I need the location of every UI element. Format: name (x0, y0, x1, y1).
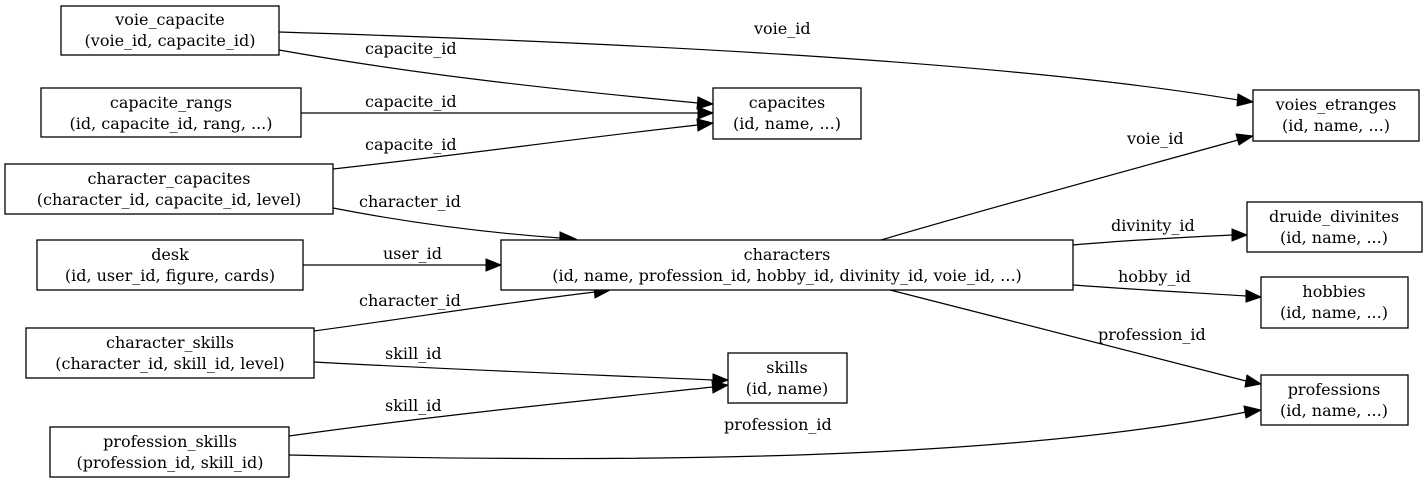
node-title: skills (766, 358, 807, 377)
edge-label-character-id: character_id (359, 192, 461, 211)
node-fields: (character_id, capacite_id, level) (37, 190, 302, 209)
edge-label-voie-id: voie_id (753, 19, 811, 38)
node-fields: (id, name, ...) (1282, 116, 1390, 135)
node-title: character_capacites (88, 169, 251, 188)
node-character-capacites: character_capacites (character_id, capac… (4, 163, 334, 215)
node-fields: (id, user_id, figure, cards) (65, 266, 275, 285)
node-characters: characters (id, name, profession_id, hob… (500, 239, 1074, 291)
node-title: character_skills (106, 333, 234, 352)
node-title: desk (151, 245, 189, 264)
edge-label-capacite-id: capacite_id (365, 92, 457, 111)
node-fields: (id, name, ...) (1280, 401, 1388, 420)
node-fields: (id, name) (746, 379, 829, 398)
node-title: profession_skills (103, 432, 237, 451)
node-fields: (id, name, ...) (1280, 303, 1388, 322)
edge-characters-to-hobbies: hobby_id (1072, 267, 1263, 303)
edge-label-character-id: character_id (359, 291, 461, 310)
edge-label-voie-id: voie_id (1126, 129, 1184, 148)
node-fields: (id, name, ...) (733, 114, 841, 133)
node-title: capacites (749, 93, 825, 112)
edge-label-skill-id: skill_id (385, 396, 442, 415)
edge-label-profession-id: profession_id (724, 415, 832, 434)
edge-label-hobby-id: hobby_id (1118, 267, 1191, 286)
node-fields: (id, name, ...) (1280, 228, 1388, 247)
node-title: druide_divinites (1269, 207, 1399, 226)
node-druide-divinites: druide_divinites (id, name, ...) (1246, 201, 1423, 253)
edge-profession-skills-to-skills: skill_id (288, 380, 730, 437)
node-skills: skills (id, name) (727, 352, 848, 404)
node-voie-capacite: voie_capacite (voie_id, capacite_id) (60, 5, 280, 56)
node-fields: (character_id, skill_id, level) (55, 354, 285, 373)
node-title: professions (1288, 380, 1381, 399)
node-title: voies_etranges (1275, 95, 1397, 114)
edge-characters-to-professions: profession_id (889, 289, 1263, 388)
node-title: hobbies (1302, 282, 1365, 301)
node-fields: (id, capacite_id, rang, ...) (70, 114, 273, 133)
node-desk: desk (id, user_id, figure, cards) (36, 239, 304, 291)
edge-label-capacite-id: capacite_id (365, 135, 457, 154)
node-hobbies: hobbies (id, name, ...) (1260, 276, 1409, 329)
edge-label-divinity-id: divinity_id (1111, 216, 1195, 235)
edge-label-skill-id: skill_id (385, 344, 442, 363)
node-title: voie_capacite (114, 10, 225, 29)
edge-character-skills-to-skills: skill_id (313, 344, 730, 387)
edge-character-capacites-to-capacites: capacite_id (332, 118, 715, 170)
node-voies-etranges: voies_etranges (id, name, ...) (1252, 89, 1420, 142)
edge-profession-skills-to-professions: profession_id (288, 405, 1263, 460)
edge-label-capacite-id: capacite_id (365, 39, 457, 58)
edge-characters-to-druide-divinites: divinity_id (1072, 216, 1249, 246)
edge-label-profession-id: profession_id (1098, 325, 1206, 344)
edge-character-skills-to-characters: character_id (313, 285, 612, 332)
edge-voie-capacite-to-capacites: capacite_id (278, 39, 715, 110)
node-character-skills: character_skills (character_id, skill_id… (25, 327, 315, 379)
node-title: capacite_rangs (110, 93, 232, 112)
node-profession-skills: profession_skills (profession_id, skill_… (49, 426, 290, 478)
node-title: characters (744, 245, 831, 264)
node-fields: (voie_id, capacite_id) (85, 31, 256, 50)
edge-character-capacites-to-characters: character_id (332, 192, 578, 245)
node-capacites: capacites (id, name, ...) (712, 87, 862, 140)
node-capacite-rangs: capacite_rangs (id, capacite_id, rang, .… (40, 87, 302, 138)
edge-voie-capacite-to-voies-etranges: voie_id (278, 19, 1255, 107)
node-professions: professions (id, name, ...) (1260, 374, 1409, 426)
edge-desk-to-characters: user_id (303, 244, 503, 272)
edge-label-user-id: user_id (383, 244, 442, 263)
edge-characters-to-voies-etranges: voie_id (880, 129, 1255, 241)
edge-capacite-rangs-to-capacites: capacite_id (301, 92, 715, 120)
node-fields: (profession_id, skill_id) (76, 453, 263, 472)
node-fields: (id, name, profession_id, hobby_id, divi… (552, 266, 1022, 285)
